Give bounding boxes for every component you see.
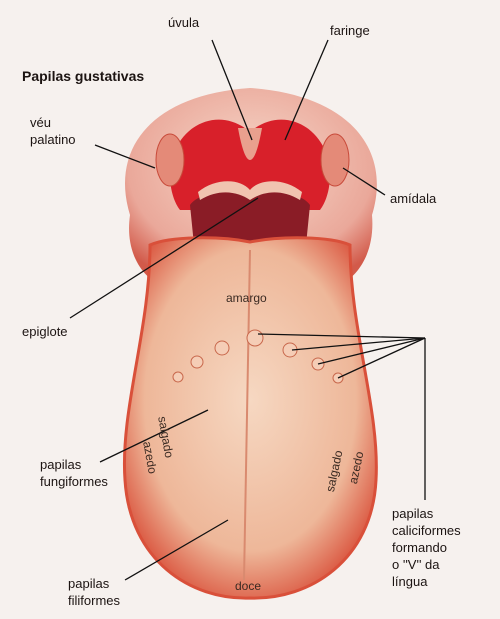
- label-fungiform-1: papilas: [40, 456, 81, 473]
- label-doce: doce: [235, 578, 261, 595]
- label-caliciform-3: formando: [392, 539, 447, 556]
- label-fungiform-2: fungiformes: [40, 473, 108, 490]
- label-amidala: amídala: [390, 190, 436, 207]
- label-amargo: amargo: [226, 290, 267, 307]
- label-caliciform-1: papilas: [392, 505, 433, 522]
- label-veu: véu: [30, 114, 51, 131]
- tonsil-left: [156, 134, 184, 186]
- label-faringe: faringe: [330, 22, 370, 39]
- diagram-title: Papilas gustativas: [22, 68, 144, 85]
- label-uvula: úvula: [168, 14, 199, 31]
- label-palatino: palatino: [30, 131, 76, 148]
- tonsil-right: [321, 134, 349, 186]
- label-filiform-2: filiformes: [68, 592, 120, 609]
- label-epiglote: epiglote: [22, 323, 68, 340]
- label-caliciform-5: língua: [392, 573, 427, 590]
- label-filiform-1: papilas: [68, 575, 109, 592]
- label-caliciform-4: o ''V'' da: [392, 556, 440, 573]
- label-caliciform-2: caliciformes: [392, 522, 461, 539]
